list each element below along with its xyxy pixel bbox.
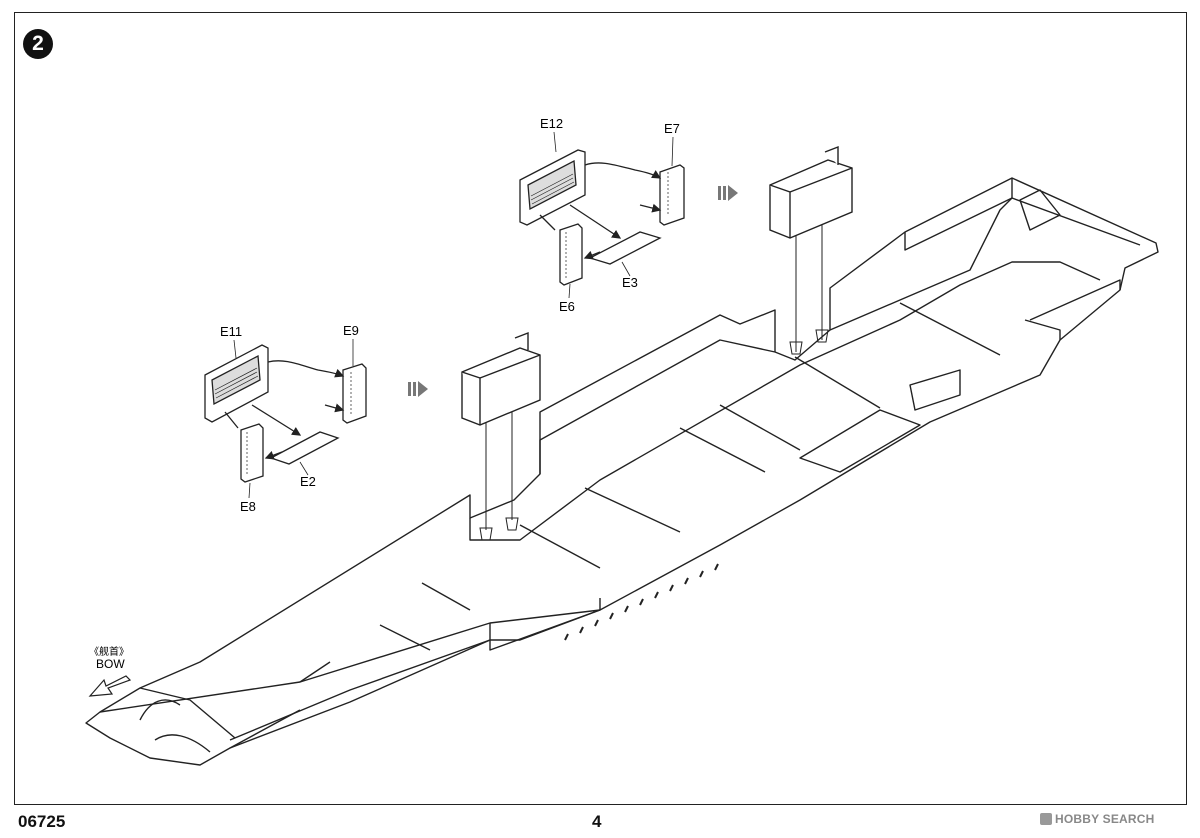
subassembly-a: [519, 149, 685, 286]
bulkhead-assembly-right: [769, 145, 853, 239]
watermark-logo-icon: [1040, 813, 1052, 825]
part-label-e8: E8: [240, 499, 256, 514]
part-label-e2: E2: [300, 474, 316, 489]
watermark-text: HOBBY SEARCH: [1055, 812, 1155, 826]
product-code: 06725: [18, 812, 66, 831]
page-frame: [14, 12, 1187, 805]
bulkhead-assembly-left: [461, 331, 541, 426]
direction-arrow-left: [408, 381, 428, 397]
hull: [85, 177, 1159, 766]
part-label-e9: E9: [343, 323, 359, 338]
part-label-e12: E12: [540, 116, 563, 131]
part-label-e7: E7: [664, 121, 680, 136]
subassembly-b: [204, 344, 367, 483]
hull-guides: [479, 212, 829, 541]
bow-direction-arrow: [88, 675, 132, 697]
watermark: HOBBY SEARCH: [1040, 812, 1155, 826]
bow-label: BOW: [96, 657, 125, 671]
bow-label-cn: 《舰首》: [89, 645, 129, 658]
part-label-e6: E6: [559, 299, 575, 314]
page-number: 4: [592, 812, 602, 831]
part-label-e3: E3: [622, 275, 638, 290]
part-label-e11: E11: [220, 324, 242, 339]
step-number-badge: 2: [23, 29, 53, 59]
direction-arrow-right: [718, 185, 738, 201]
